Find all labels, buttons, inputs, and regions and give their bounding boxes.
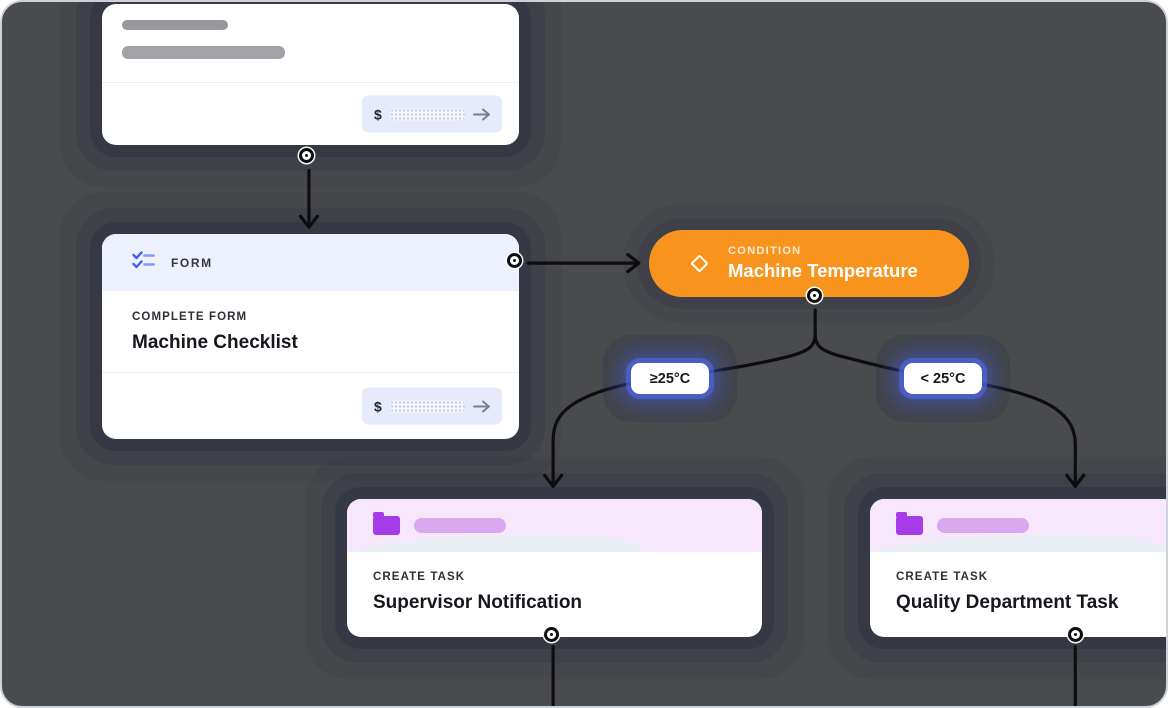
form-subtitle: COMPLETE FORM [132, 311, 248, 323]
form-card[interactable]: FORM COMPLETE FORM Machine Checklist $ [102, 234, 519, 439]
port-task-right-out[interactable] [1071, 630, 1080, 639]
task-card-body: CREATE TASK Quality Department Task [870, 552, 1166, 614]
form-title: Machine Checklist [132, 332, 298, 353]
diamond-icon [690, 254, 709, 273]
condition-type-label: CONDITION [728, 245, 802, 257]
task-card-header [870, 499, 1166, 552]
form-type-label: FORM [171, 255, 213, 270]
branch-label-lt-25[interactable]: < 25°C [904, 363, 982, 394]
dollar-sign: $ [374, 106, 382, 122]
checklist-icon [132, 251, 155, 274]
task-card-quality[interactable]: CREATE TASK Quality Department Task [870, 499, 1166, 637]
folder-icon [373, 512, 400, 535]
port-task-left-out[interactable] [547, 630, 556, 639]
task-card-header [347, 499, 762, 552]
condition-node[interactable]: CONDITION Machine Temperature [649, 230, 969, 297]
arrow-right-icon [473, 108, 490, 120]
trigger-card[interactable]: $ [102, 4, 519, 145]
cost-placeholder-strip [389, 400, 465, 412]
trigger-cost-button[interactable]: $ [362, 95, 502, 133]
form-cost-button[interactable]: $ [362, 387, 502, 425]
trigger-card-body [102, 4, 519, 59]
port-condition-out[interactable] [810, 291, 819, 300]
task-title: Supervisor Notification [373, 592, 583, 613]
skeleton-bar [122, 20, 228, 30]
task-card-body: CREATE TASK Supervisor Notification [347, 552, 762, 614]
form-card-body: COMPLETE FORM Machine Checklist [102, 291, 519, 372]
task-subtitle: CREATE TASK [896, 571, 989, 583]
port-trigger-out[interactable] [302, 151, 311, 160]
trigger-card-footer: $ [102, 82, 519, 145]
task-subtitle: CREATE TASK [373, 571, 466, 583]
form-card-header: FORM [102, 234, 519, 291]
arrow-right-icon [473, 400, 490, 412]
port-form-out[interactable] [510, 256, 519, 265]
cost-placeholder-strip [389, 108, 465, 120]
task-title: Quality Department Task [896, 592, 1119, 613]
dollar-sign: $ [374, 398, 382, 414]
folder-icon [896, 512, 923, 535]
skeleton-bar [937, 518, 1029, 533]
form-card-footer: $ [102, 372, 519, 439]
skeleton-bar [122, 46, 285, 59]
condition-title: Machine Temperature [728, 260, 918, 281]
branch-label-gte-25[interactable]: ≥25°C [631, 363, 709, 394]
task-card-supervisor[interactable]: CREATE TASK Supervisor Notification [347, 499, 762, 637]
skeleton-bar [414, 518, 506, 533]
